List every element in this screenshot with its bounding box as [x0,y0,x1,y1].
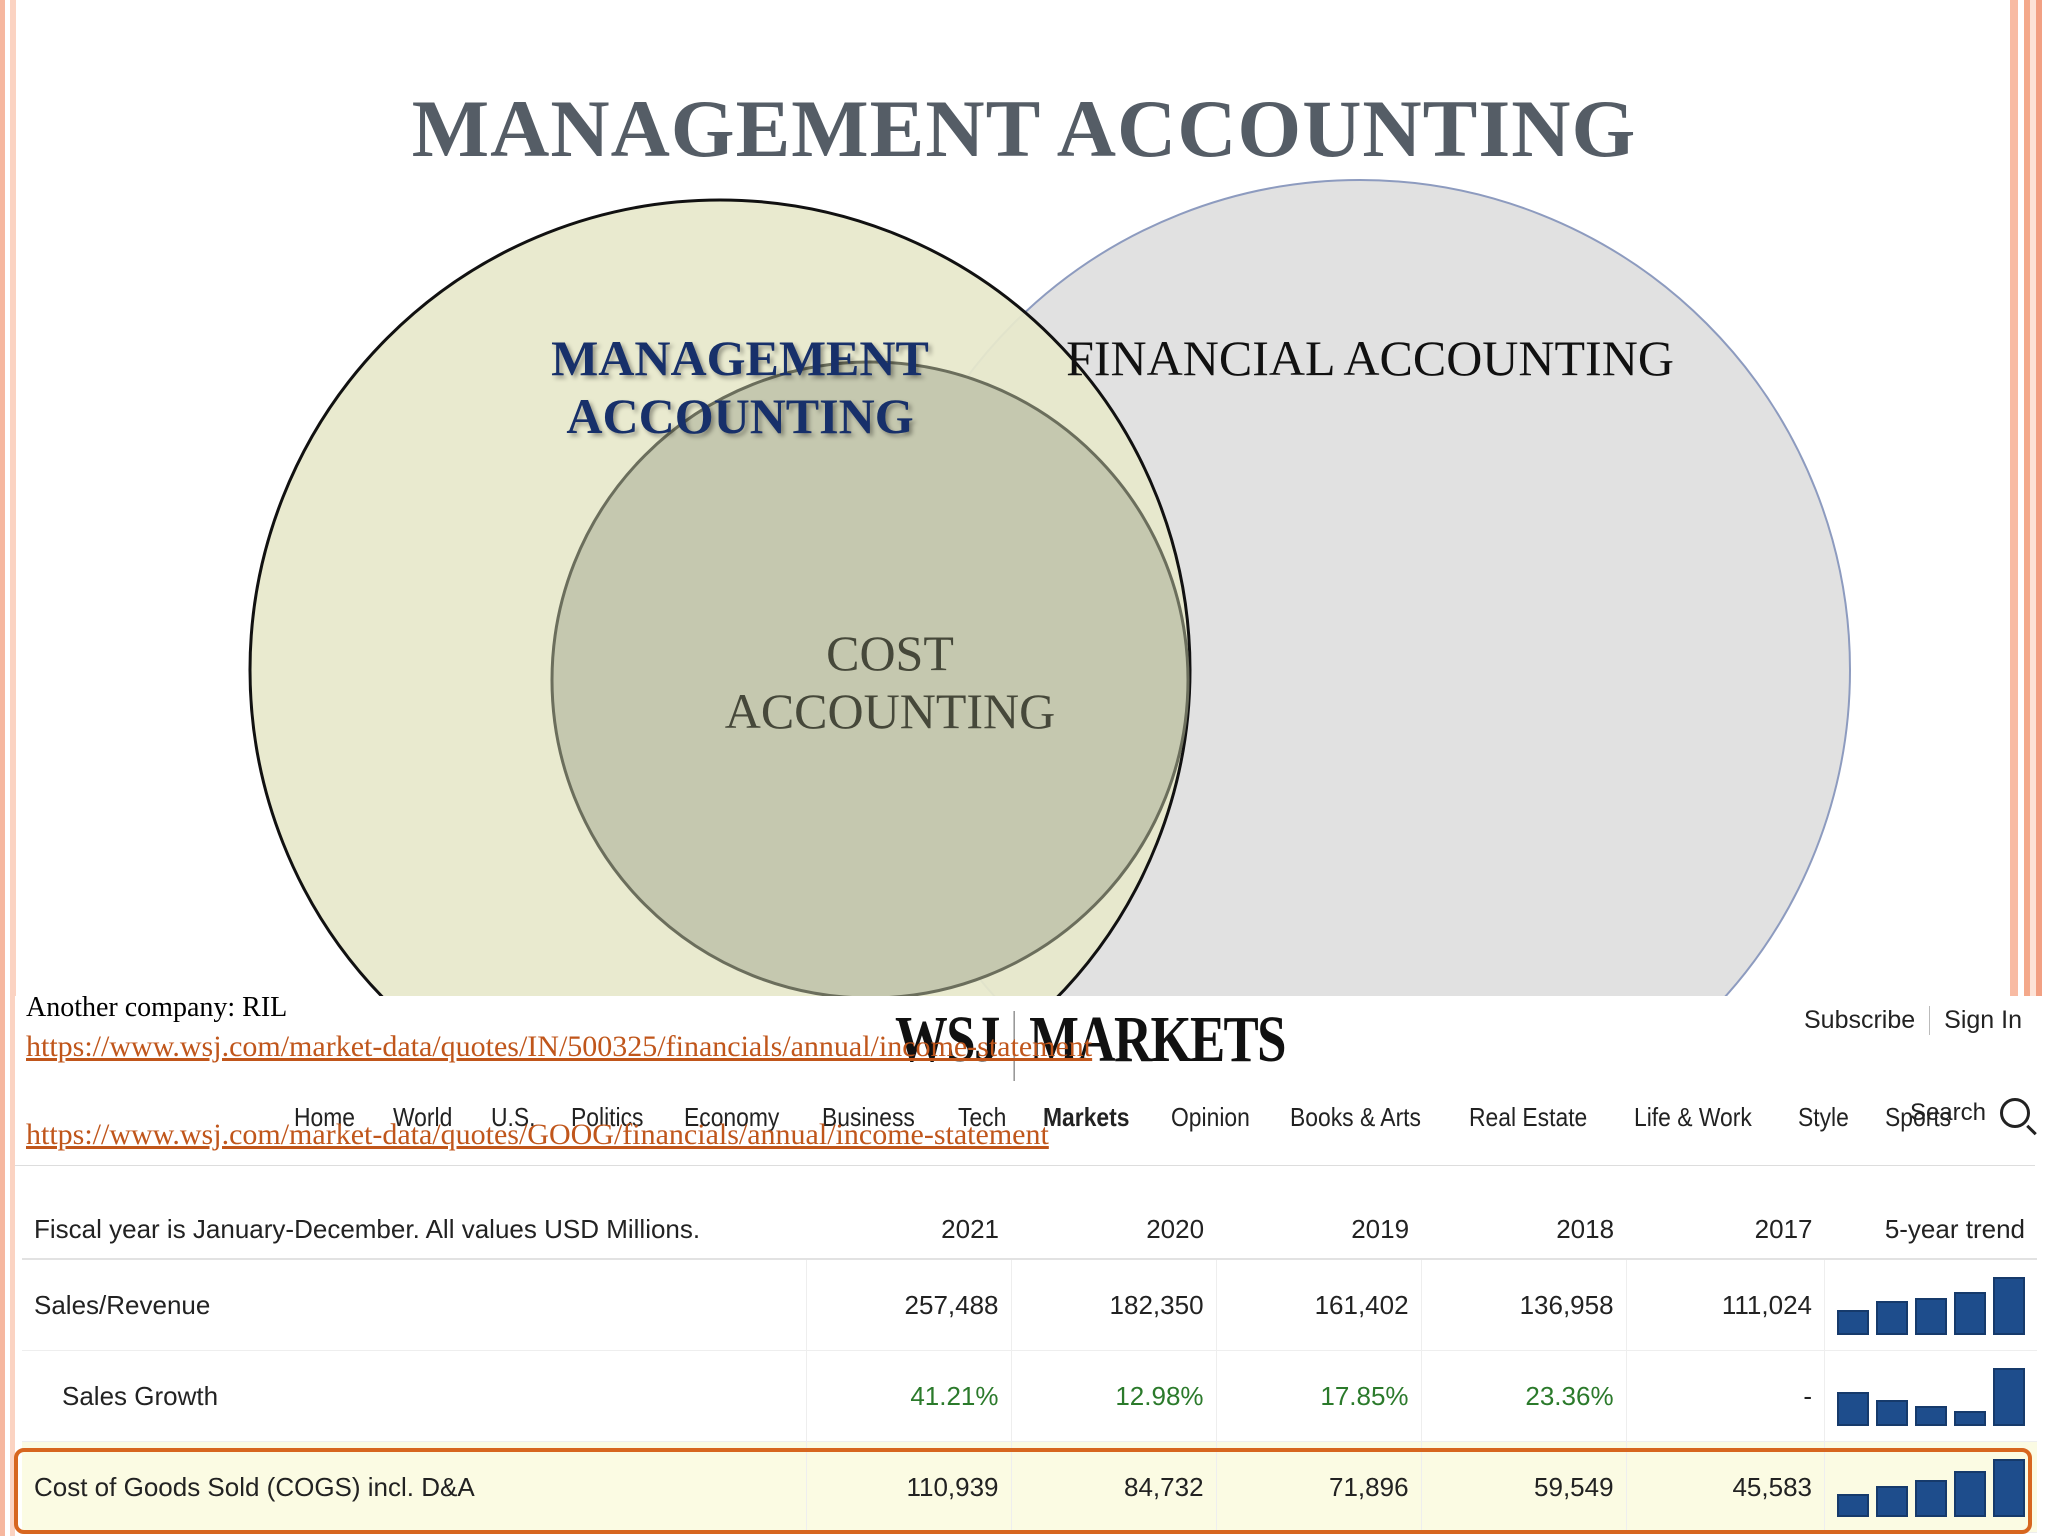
trend-sparkbars [1837,1275,2025,1335]
search-icon [2000,1098,2030,1128]
nav-markets[interactable]: Markets [1042,1102,1130,1132]
trend-bar [1837,1310,1869,1335]
trend-cell [1824,1350,2037,1442]
nav-us[interactable]: U.S. [490,1102,536,1132]
wsj-logo[interactable]: WSJ MARKETS [895,1002,1287,1081]
venn-label-cost: COST ACCOUNTING [724,625,1056,739]
trend-bar [1876,1400,1908,1426]
nav-business[interactable]: Business [822,1102,915,1132]
trend-bar [1915,1298,1947,1335]
cell-value: 161,402 [1215,1259,1422,1351]
fiscal-year-note: Fiscal year is January-December. All val… [22,1200,806,1260]
nav-books-arts[interactable]: Books & Arts [1290,1102,1422,1132]
trend-bar [1915,1406,1947,1426]
cell-value: 111,024 [1625,1259,1825,1351]
cell-value: 257,488 [805,1259,1012,1351]
nav-home[interactable]: Home [294,1102,356,1132]
nav-economy[interactable]: Economy [683,1102,780,1132]
nav-divider [15,1165,2035,1166]
nav-tech[interactable]: Tech [957,1102,1006,1132]
trend-bar [1954,1292,1986,1335]
sign-in-link[interactable]: Sign In [1929,1006,2036,1035]
goog-link[interactable]: https://www.wsj.com/market-data/quotes/G… [26,1118,1049,1151]
nav-style[interactable]: Style [1797,1102,1849,1132]
cell-value: 59,549 [1420,1441,1627,1533]
trend-cell [1824,1259,2037,1351]
trend-bar [1837,1494,1869,1517]
trend-bar [1993,1368,2025,1426]
year-2020: 2020 [1011,1200,1217,1260]
trend-bar [1876,1486,1908,1517]
nav-real-estate[interactable]: Real Estate [1469,1102,1588,1132]
row-label: Cost of Goods Sold (COGS) incl. D&A [22,1441,806,1533]
table-row: Sales Growth 41.21% 12.98% 17.85% 23.36%… [22,1350,2037,1442]
trend-bar [1993,1459,2025,1517]
wsj-logo-text: WSJ [895,1003,1000,1076]
cell-value: 110,939 [805,1441,1012,1533]
cell-value: 23.36% [1420,1350,1627,1442]
subscribe-link[interactable]: Subscribe [1803,1006,1916,1034]
trend-bar [1837,1392,1869,1426]
cell-value: 182,350 [1010,1259,1217,1351]
nav-sports[interactable]: Sports [1885,1102,1952,1132]
cell-value: 136,958 [1420,1259,1627,1351]
year-2021: 2021 [806,1200,1012,1260]
venn-label-financial: FINANCIAL ACCOUNTING [1066,330,1674,386]
year-2018: 2018 [1421,1200,1627,1260]
wsj-markets-text: MARKETS [1029,1003,1286,1076]
trend-sparkbars [1837,1366,2025,1426]
year-2019: 2019 [1216,1200,1422,1260]
trend-bar [1954,1471,1986,1517]
logo-divider [1013,1010,1015,1081]
trend-sparkbars [1837,1457,2025,1517]
trend-bar [1954,1411,1986,1426]
nav-life-work[interactable]: Life & Work [1633,1102,1752,1132]
nav-politics[interactable]: Politics [571,1102,644,1132]
table-row: Sales/Revenue 257,488 182,350 161,402 13… [22,1259,2037,1351]
cell-value: - [1625,1350,1825,1442]
cell-value: 41.21% [805,1350,1012,1442]
slide-title: MANAGEMENT ACCOUNTING [411,83,1637,174]
year-2017: 2017 [1626,1200,1825,1260]
cell-value: 17.85% [1215,1350,1422,1442]
trend-header: 5-year trend [1824,1200,2037,1260]
search-button[interactable]: Search [1910,1098,2030,1128]
table-header-row: Fiscal year is January-December. All val… [22,1200,2037,1260]
nav-opinion[interactable]: Opinion [1170,1102,1250,1132]
trend-bar [1876,1301,1908,1335]
row-label: Sales Growth [22,1350,806,1442]
cell-value: 45,583 [1625,1441,1825,1533]
venn-label-management: MANAGEMENT ACCOUNTING [551,330,929,444]
cogs-highlight-box [14,1448,2032,1534]
nav-world[interactable]: World [393,1102,453,1132]
main-nav: Home World U.S. Politics Economy Busines… [294,1102,1991,1133]
cell-value: 12.98% [1010,1350,1217,1442]
company-note: Another company: RIL [26,992,288,1023]
row-label: Sales/Revenue [22,1259,806,1351]
trend-bar [1993,1277,2025,1335]
search-label: Search [1909,1099,1986,1126]
trend-bar [1915,1480,1947,1517]
ril-link[interactable]: https://www.wsj.com/market-data/quotes/I… [26,1030,1093,1063]
account-links: Subscribe Sign In [1790,1006,2036,1035]
